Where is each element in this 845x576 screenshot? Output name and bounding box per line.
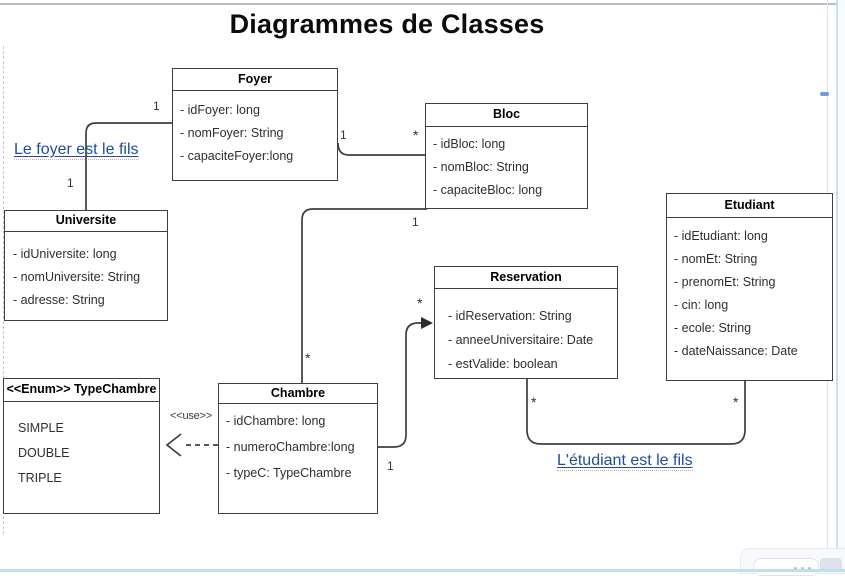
use-stereotype-label: <<use>>: [170, 410, 213, 422]
filled-arrowhead-icon: [421, 317, 433, 329]
connector-foyer-bloc: [337, 142, 425, 156]
attribute: - anneeUniversitaire: Date: [448, 333, 594, 347]
class-box-universite: Universite - idUniversite: long - nomUni…: [4, 210, 168, 321]
window-right-margin: [838, 0, 845, 572]
attribute: - estValide: boolean: [448, 357, 558, 371]
multiplicity-reservation-end: *: [531, 394, 537, 410]
attribute: - capaciteBloc: long: [433, 183, 543, 197]
attribute: - cin: long: [674, 298, 729, 312]
attribute: - nomUniversite: String: [13, 270, 141, 284]
scrollbar-thumb[interactable]: [820, 92, 829, 96]
window-bottom-edge: [0, 569, 845, 572]
attribute: - ecole: String: [674, 321, 752, 335]
connector-bloc-chambre: [301, 208, 427, 383]
enum-literal: SIMPLE: [18, 421, 64, 435]
open-arrowhead-icon: [165, 433, 182, 457]
class-box-chambre: Chambre - idChambre: long - numeroChambr…: [218, 383, 378, 514]
attribute: - capaciteFoyer:long: [180, 149, 294, 163]
connector-universite-foyer: [85, 122, 172, 210]
toolbar-dot-icon: [801, 567, 804, 570]
foyer-note-link[interactable]: Le foyer est le fils: [14, 141, 139, 160]
connector-chambre-reservation: [378, 322, 422, 448]
toolbar-dot-icon: [808, 567, 811, 570]
page-title: Diagrammes de Classes: [229, 9, 545, 39]
attribute: - idUniversite: long: [13, 247, 117, 261]
connector-reservation-etudiant: [526, 379, 746, 445]
multiplicity-chambre-end: 1: [387, 459, 394, 473]
attribute: - idReservation: String: [448, 309, 572, 323]
attribute: - idEtudiant: long: [674, 229, 768, 243]
multiplicity-bloc-end: 1: [412, 215, 419, 229]
multiplicity-chambre-end: *: [305, 350, 311, 366]
attribute: - prenomEt: String: [674, 275, 776, 289]
class-title: Foyer: [173, 69, 337, 91]
multiplicity-foyer-end: 1: [340, 128, 347, 142]
multiplicity-reservation-end: *: [417, 295, 423, 311]
class-title: Etudiant: [667, 194, 832, 218]
attribute: - idBloc: long: [433, 137, 506, 151]
class-title: Reservation: [435, 267, 617, 289]
toolbar-dot-icon: [794, 567, 797, 570]
class-box-bloc: Bloc - idBloc: long - nomBloc: String - …: [425, 103, 588, 209]
faded-toolbar-button[interactable]: [820, 558, 842, 572]
attribute: - idChambre: long: [226, 414, 326, 428]
class-title: Universite: [5, 211, 167, 232]
multiplicity-universite-end: 1: [67, 176, 74, 190]
attribute: - numeroChambre:long: [226, 440, 355, 454]
attribute: - idFoyer: long: [180, 103, 260, 117]
class-title: Bloc: [426, 104, 587, 127]
page-boundary-dashed-line: [3, 46, 4, 534]
multiplicity-bloc-end: *: [413, 127, 419, 143]
etudiant-note-link[interactable]: L'étudiant est le fils: [557, 452, 693, 471]
multiplicity-etudiant-end: *: [733, 394, 739, 410]
class-box-foyer: Foyer - idFoyer: long - nomFoyer: String…: [172, 68, 338, 181]
window-top-divider: [0, 3, 838, 5]
window-right-edge: [836, 0, 838, 572]
multiplicity-foyer-end: 1: [153, 99, 160, 113]
enum-literal: DOUBLE: [18, 446, 70, 460]
attribute: - dateNaissance: Date: [674, 344, 798, 358]
enum-title: <<Enum>> TypeChambre: [4, 379, 159, 402]
class-title: Chambre: [219, 384, 377, 404]
class-box-etudiant: Etudiant - idEtudiant: long - nomEt: Str…: [666, 193, 833, 381]
enum-box-typechambre: <<Enum>> TypeChambre SIMPLE DOUBLE TRIPL…: [3, 378, 160, 514]
attribute: - typeC: TypeChambre: [226, 466, 352, 480]
class-box-reservation: Reservation - idReservation: String - an…: [434, 266, 618, 379]
attribute: - adresse: String: [13, 293, 105, 307]
attribute: - nomBloc: String: [433, 160, 529, 174]
attribute: - nomFoyer: String: [180, 126, 284, 140]
enum-literal: TRIPLE: [18, 471, 62, 485]
attribute: - nomEt: String: [674, 252, 758, 266]
